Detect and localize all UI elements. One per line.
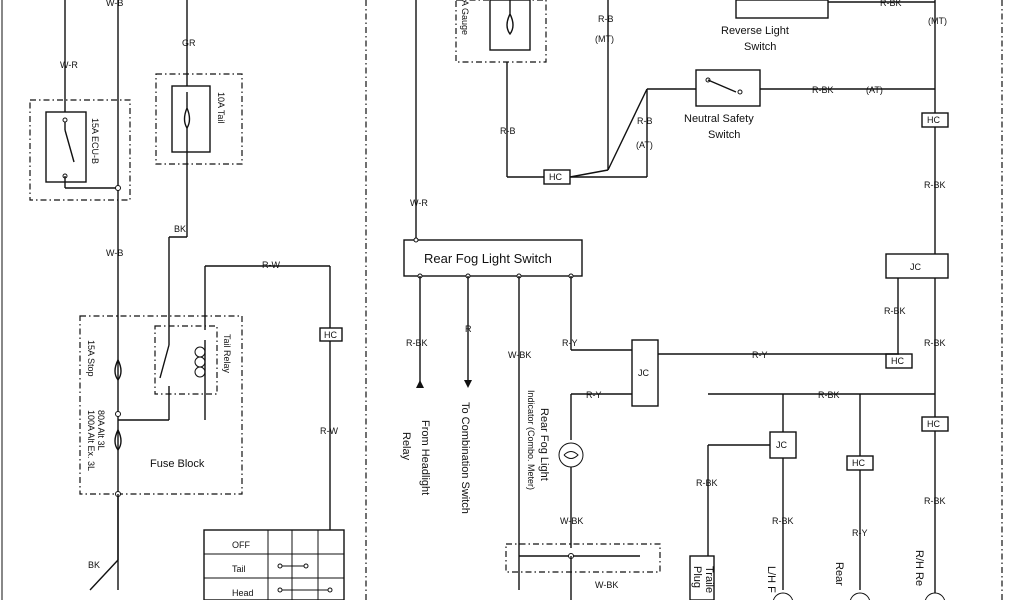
label-tail-fuse: 10A Tail: [216, 92, 226, 123]
label-w-b-mid: W-B: [106, 248, 123, 258]
tail-fuse-group: [155, 73, 243, 165]
svg-text:HC: HC: [549, 172, 562, 182]
light-switch-table: [203, 529, 345, 601]
label-gauge: A Gauge: [460, 0, 470, 35]
label-r-bk-jc3: R-BK: [772, 516, 794, 526]
label-w-r-right: W-R: [410, 198, 428, 208]
label-w-bk-out: W-BK: [508, 350, 531, 360]
rear-lamp: [849, 592, 871, 605]
label-to-combination: To Combination Switch: [459, 402, 471, 514]
label-w-r: W-R: [60, 60, 78, 70]
label-mt-1: (MT): [595, 34, 614, 44]
reverse-light-switch-box: [735, 0, 829, 19]
label-lh: L/H F: [765, 566, 777, 593]
label-r-out: R: [465, 324, 472, 334]
tail-relay-group: [154, 325, 218, 395]
ground-connector-group: [505, 543, 661, 573]
label-bk: BK: [174, 224, 186, 234]
label-r-y-4: R-Y: [852, 528, 868, 538]
label-w-bk-ind: W-BK: [560, 516, 583, 526]
label-r-bk-jc2: R-BK: [696, 478, 718, 488]
label-r-bk-top: R-BK: [880, 0, 902, 8]
switch-row-head: Head: [232, 588, 254, 598]
rear-fog-indicator-lamp: [558, 442, 584, 468]
label-reverse-2: Switch: [744, 41, 776, 53]
label-fuse-block: Fuse Block: [150, 458, 205, 470]
label-reverse-1: Reverse Light: [721, 25, 789, 37]
label-rh: R/H Re: [913, 550, 925, 586]
svg-text:HC: HC: [891, 356, 904, 366]
label-r-y-3: R-Y: [586, 390, 602, 400]
svg-text:HC: HC: [927, 115, 940, 125]
switch-row-tail: Tail: [232, 564, 246, 574]
label-bk-bottom: BK: [88, 560, 100, 570]
label-indicator-1: Rear Fog Light: [538, 408, 550, 481]
label-mt-2: (MT): [928, 16, 947, 26]
label-from-headlight-1: From Headlight: [419, 420, 431, 495]
label-trailer-1: Traile: [703, 566, 715, 593]
svg-text:JC: JC: [776, 440, 788, 450]
gauge-fuse-group: [455, 0, 547, 63]
label-indicator-2: Indicator (Combo. Meter): [526, 390, 536, 490]
label-gr: GR: [182, 38, 196, 48]
label-trailer-2: Plug: [691, 566, 703, 588]
label-ecu-fuse: 15A ECU-B: [90, 118, 100, 164]
ecu-fuse-group: [29, 99, 131, 201]
svg-text:HC: HC: [927, 419, 940, 429]
lh-lamp: [772, 592, 794, 605]
trailer-plug-box: [689, 555, 715, 601]
svg-text:HC: HC: [324, 330, 337, 340]
label-rear-fog-switch: Rear Fog Light Switch: [424, 251, 552, 266]
label-r-w-mid: R-W: [320, 426, 338, 436]
label-alt-fuse-2: 80A Alt 3L: [96, 410, 106, 451]
alt-fuse-symbol: [114, 429, 122, 452]
label-r-w-top: R-W: [262, 260, 280, 270]
label-r-bk-out: R-BK: [406, 338, 428, 348]
svg-text:HC: HC: [852, 458, 865, 468]
label-r-y-1: R-Y: [562, 338, 578, 348]
hc-connector-left: [319, 327, 343, 342]
label-w-b-top: W-B: [106, 0, 123, 8]
label-stop-fuse: 15A Stop: [86, 340, 96, 377]
switch-row-off: OFF: [232, 540, 250, 550]
label-w-bk-bottom: W-BK: [595, 580, 618, 590]
label-neutral-2: Switch: [708, 129, 740, 141]
label-at-2: (AT): [866, 85, 883, 95]
label-r-b-1: R-B: [598, 14, 614, 24]
label-r-bk-right: R-BK: [924, 180, 946, 190]
tail-fuse-box: [171, 85, 211, 153]
label-r-b-3: R-B: [637, 116, 653, 126]
stop-fuse-symbol: [114, 359, 122, 382]
tail-fuse-symbol: [183, 92, 191, 130]
hc-connector-3: [921, 416, 949, 432]
fuse-block-group: [79, 315, 243, 495]
label-from-headlight-2: Relay: [400, 432, 412, 461]
svg-text:JC: JC: [638, 368, 650, 378]
label-r-bk-bottom: R-BK: [924, 496, 946, 506]
label-rear: Rear: [833, 562, 845, 586]
jc-connector-mid: [631, 339, 659, 407]
label-tail-relay: Tail Relay: [222, 334, 232, 374]
label-neutral-1: Neutral Safety: [684, 113, 754, 125]
label-r-bk-ns: R-BK: [812, 85, 834, 95]
jc-connector-right: [885, 253, 949, 279]
label-alt-fuse: 100A Alt Ex. 3L: [86, 410, 96, 471]
gauge-fuse-symbol: [506, 0, 514, 36]
svg-text:JC: JC: [910, 262, 922, 272]
ecu-fuse-box: [45, 111, 87, 183]
label-r-bk-mid: R-BK: [818, 390, 840, 400]
label-r-b-2: R-B: [500, 126, 516, 136]
label-at-1: (AT): [636, 140, 653, 150]
label-r-bk-jc: R-BK: [884, 306, 906, 316]
label-r-y-2: R-Y: [752, 350, 768, 360]
rh-lamp: [924, 592, 946, 605]
label-r-bk-right2: R-BK: [924, 338, 946, 348]
rear-fog-light-switch: [403, 239, 583, 277]
hc-connector-2: [921, 112, 949, 128]
